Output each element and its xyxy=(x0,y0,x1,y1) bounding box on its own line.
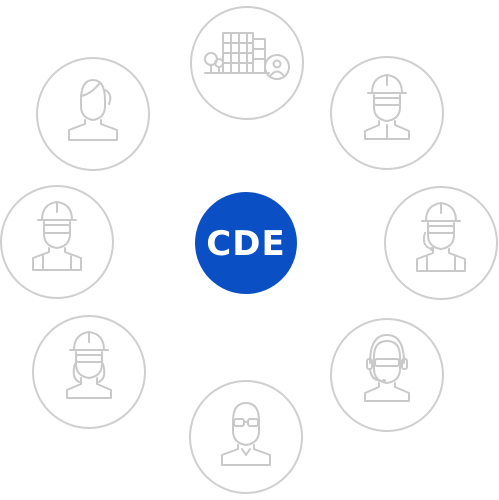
hub-circle xyxy=(195,192,297,294)
node-building xyxy=(190,6,304,120)
construction-worker-hardhat-goggles-icon xyxy=(32,201,82,271)
node-ring xyxy=(36,57,150,171)
node-ring xyxy=(384,186,498,300)
construction-worker-hardhat-icon xyxy=(364,74,410,140)
node-ring xyxy=(0,185,114,299)
construction-worker-hardhat-headset-icon xyxy=(416,202,466,272)
office-building-icon xyxy=(204,32,270,74)
node-ring xyxy=(330,56,444,170)
node-worker-left xyxy=(0,185,114,299)
female-construction-worker-hardhat-icon xyxy=(66,331,112,399)
node-ring xyxy=(32,315,146,429)
node-ring xyxy=(330,318,444,432)
hub-label: CDE xyxy=(206,224,285,264)
node-worker-top-right xyxy=(330,56,444,170)
node-person-bottom xyxy=(189,380,303,494)
node-worker-bottom-left xyxy=(32,315,146,429)
node-operator-bottom-right xyxy=(330,318,444,432)
node-woman-top-left xyxy=(36,57,150,171)
headset-operator-icon xyxy=(364,334,410,402)
person-with-glasses-icon xyxy=(221,402,271,466)
node-ring xyxy=(189,380,303,494)
node-worker-right xyxy=(384,186,498,300)
woman-user-icon xyxy=(68,79,118,141)
person-badge-icon xyxy=(264,54,290,80)
cde-hub: CDE xyxy=(195,192,297,294)
